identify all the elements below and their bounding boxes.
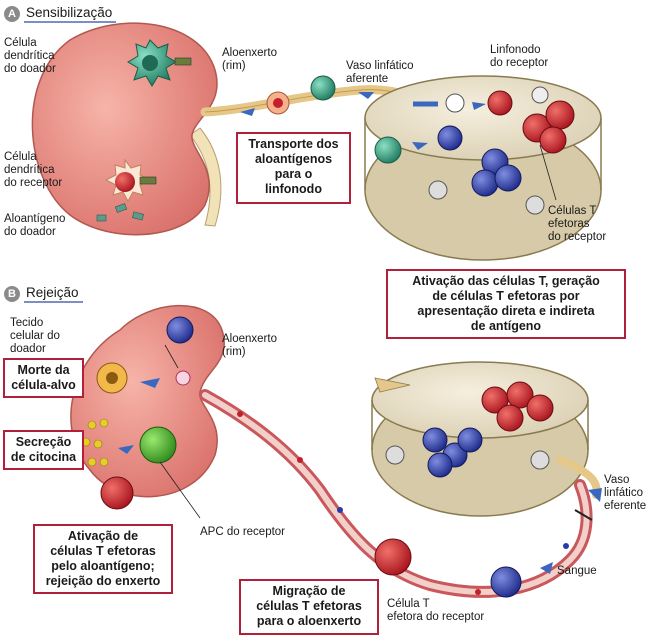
arrow-efferent [588, 488, 602, 502]
ureter-a [189, 127, 222, 227]
leader-apc [159, 461, 201, 519]
arrow-blood [540, 562, 553, 574]
vessel-cells [237, 411, 569, 595]
label-recipient-apc: APC do receptor [200, 526, 286, 538]
section-b-header: B Rejeição [4, 285, 83, 303]
node-a-cells [374, 86, 575, 215]
label-allograft-a: Aloenxerto(rim) [222, 47, 277, 72]
arrow-a2 [358, 92, 374, 99]
arrow-a1 [240, 108, 255, 116]
section-b-letter: B [4, 286, 20, 302]
section-a-header: A Sensibilização [4, 5, 117, 23]
leader-tissue [164, 344, 179, 369]
kidney-a [31, 22, 218, 236]
kidney-b [70, 304, 225, 498]
circulating-t-cells [374, 538, 522, 598]
alloantigen-fragments [96, 203, 144, 222]
recipient-dendritic-cell [104, 158, 157, 203]
section-b-title: Rejeição [24, 285, 83, 303]
leader-effector [539, 144, 557, 201]
arrow-b1 [374, 377, 411, 393]
label-allograft-b: Aloenxerto(rim) [222, 333, 277, 358]
donor-dendritic-cell [127, 39, 192, 87]
section-a-letter: A [4, 6, 20, 22]
label-blood: Sangue [557, 565, 597, 577]
migrating-cells [266, 75, 336, 115]
section-a-title: Sensibilização [24, 5, 117, 23]
kidney-b-cells [81, 316, 194, 510]
node-b-cells [385, 381, 554, 478]
